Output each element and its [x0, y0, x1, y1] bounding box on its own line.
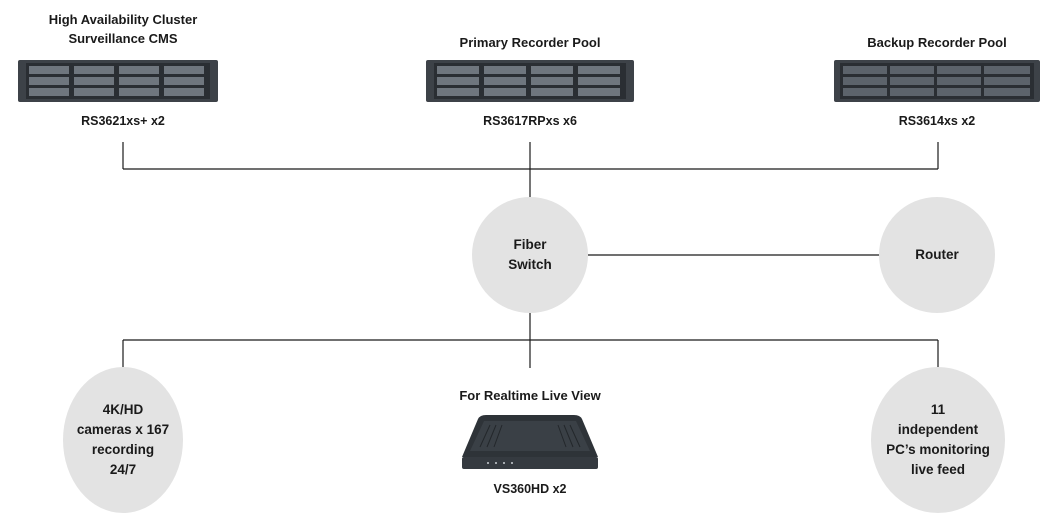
cameras-node: 4K/HD cameras x 167 recording 24/7: [63, 367, 183, 513]
cms-title: High Availability Cluster Surveillance C…: [48, 12, 198, 46]
fiber-switch-node: Fiber Switch: [472, 197, 588, 313]
pcs-node: 11 independent PC’s monitoring live feed: [871, 367, 1005, 513]
backup-pool-title: Backup Recorder Pool: [867, 35, 1007, 50]
cms-model: RS3621xs+ x2: [81, 114, 165, 128]
vs360hd-device: [462, 415, 598, 469]
backup-pool-rack-server: [834, 60, 1040, 102]
primary-pool-title: Primary Recorder Pool: [459, 35, 601, 50]
cms-rack-server: [18, 60, 218, 102]
router-node: Router: [879, 197, 995, 313]
primary-pool-model: RS3617RPxs x6: [483, 114, 577, 128]
liveview-title: For Realtime Live View: [459, 388, 601, 403]
backup-pool-model: RS3614xs x2: [898, 114, 976, 128]
primary-pool-rack-server: [426, 60, 634, 102]
liveview-model: VS360HD x2: [493, 482, 567, 496]
